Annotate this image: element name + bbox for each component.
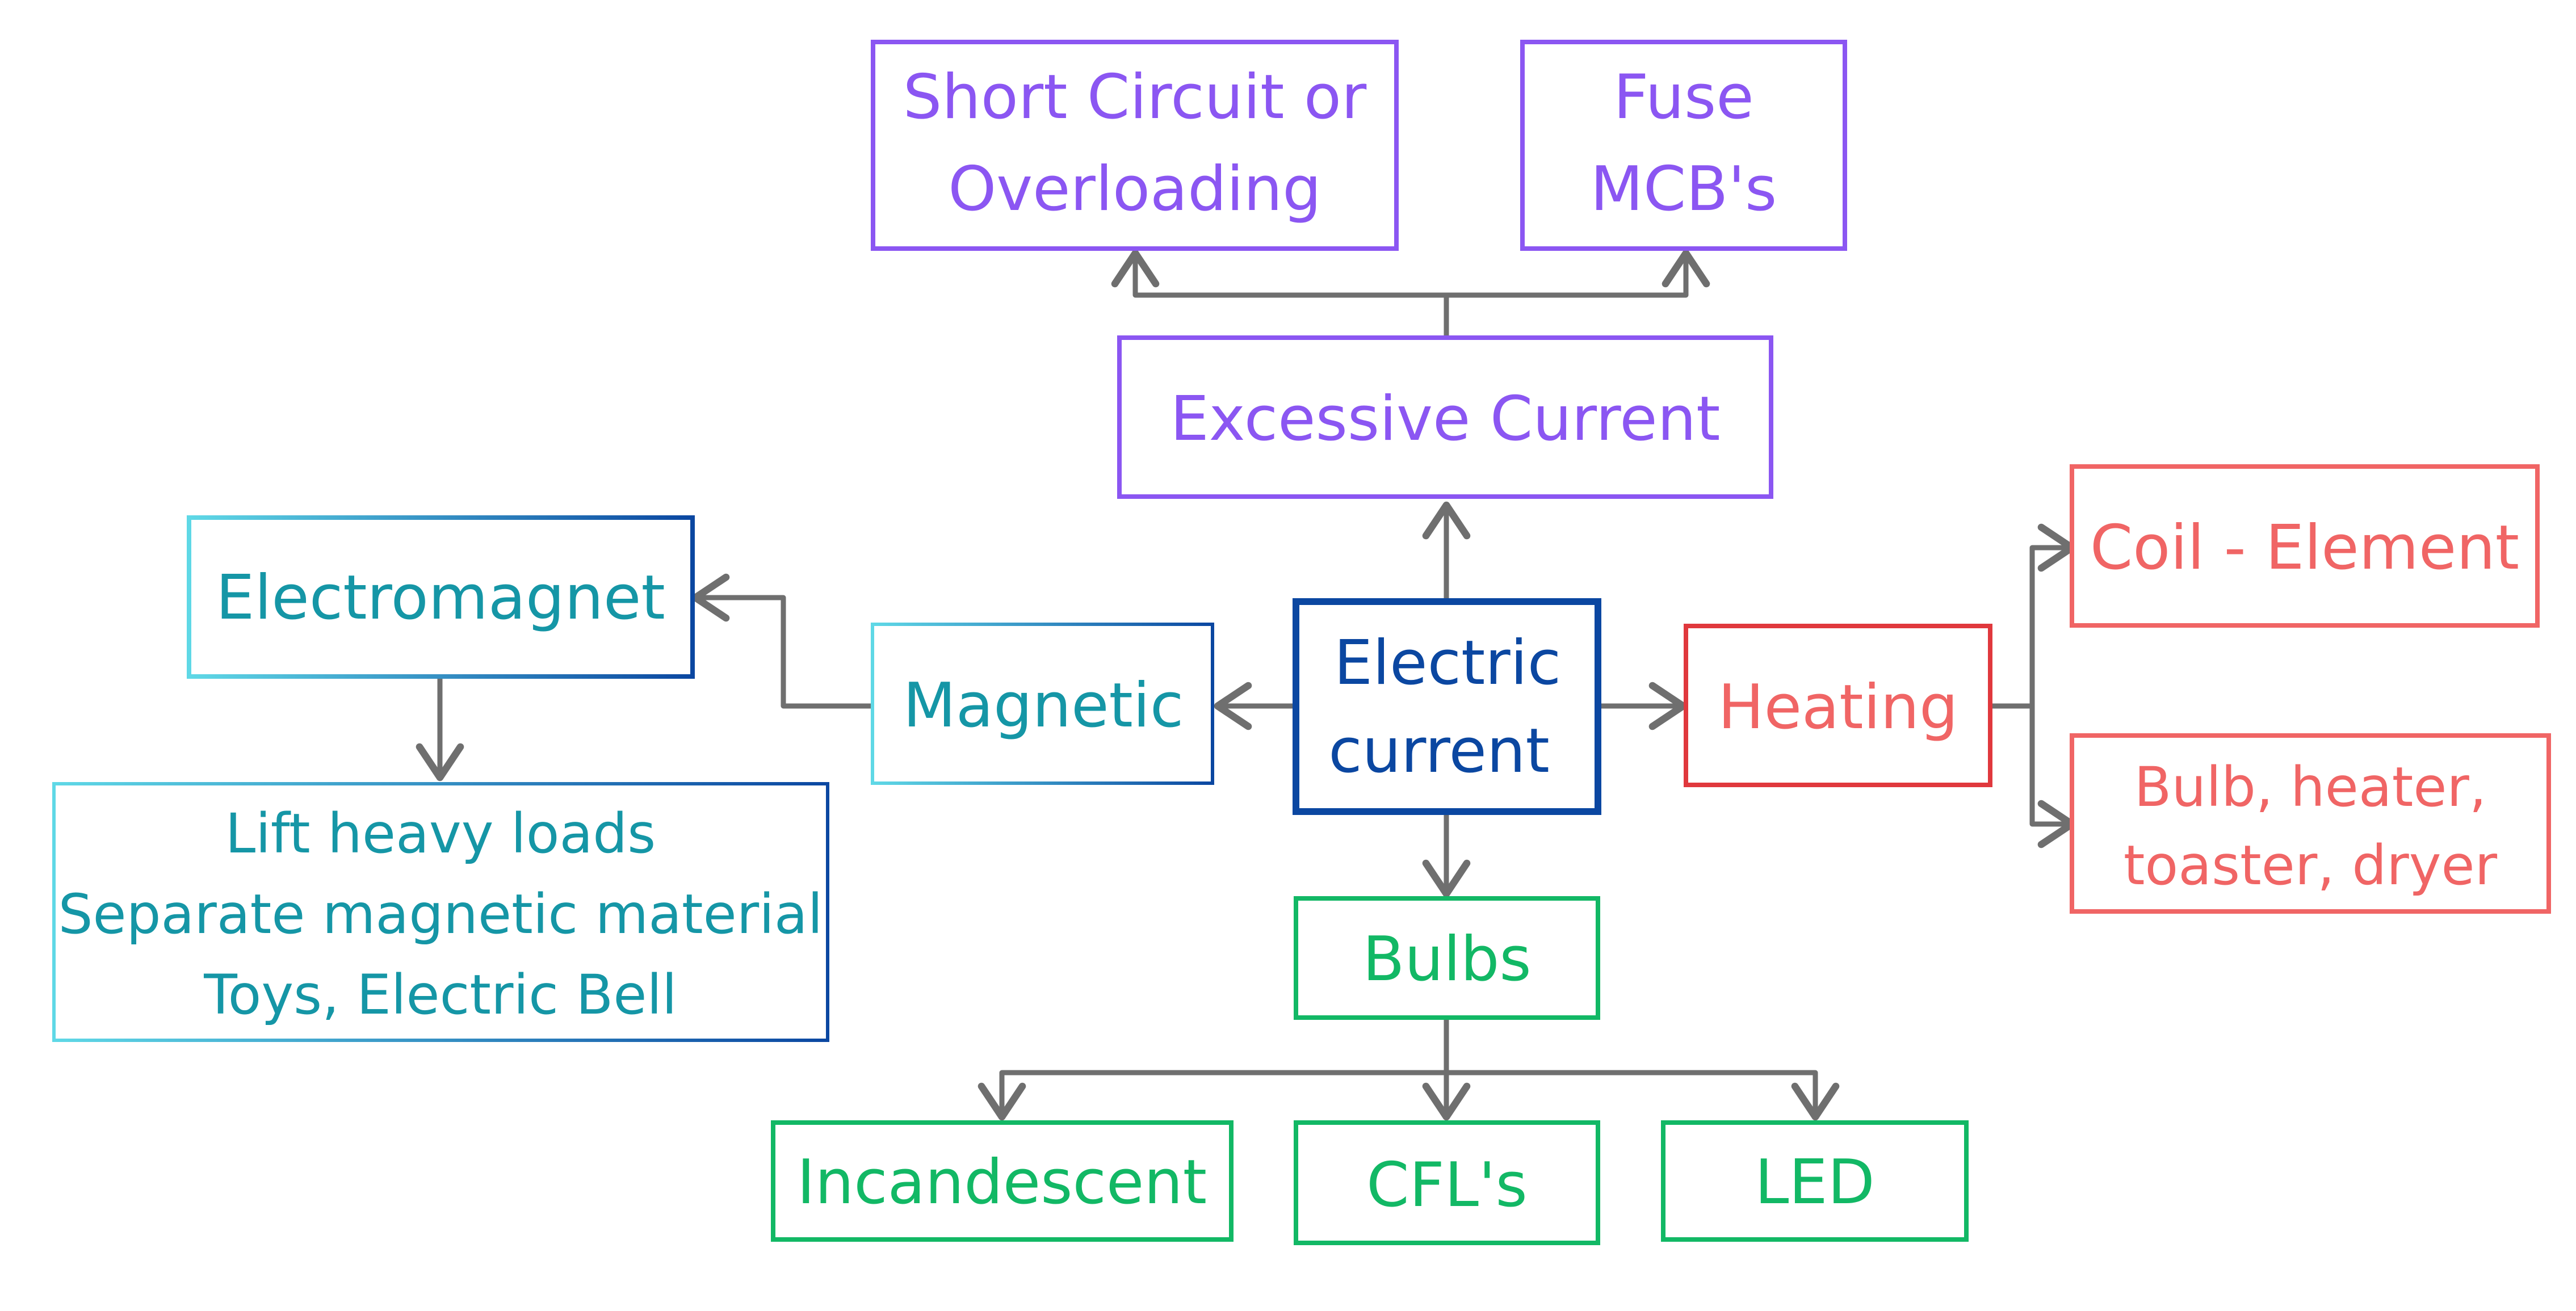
svg-text:Incandescent: Incandescent — [797, 1147, 1207, 1218]
svg-text:Bulb, heater,: Bulb, heater, — [2134, 755, 2487, 819]
connector-heating-to-appliances — [2029, 703, 2076, 848]
node-excessive-current-label: Excessive Current — [1170, 384, 1721, 455]
node-fuse: Fuse MCB's — [1520, 40, 1847, 251]
node-coil-element-label: Coil - Element — [2090, 512, 2519, 583]
node-fuse-line-2: MCB's — [1591, 154, 1777, 225]
node-bulbs: Bulbs — [1294, 896, 1600, 1020]
node-short-circuit-line-2: Overloading — [948, 154, 1321, 225]
node-bulbs-label: Bulbs — [1362, 924, 1531, 995]
node-electromagnet-label: Electromagnet — [216, 562, 665, 633]
node-appliances: Bulb, heater, toaster, dryer — [2070, 733, 2551, 914]
node-led-label: LED — [1755, 1147, 1875, 1218]
node-electromagnet-uses: Lift heavy loads Separate magnetic mater… — [52, 782, 829, 1042]
svg-text:Fuse: Fuse — [1613, 62, 1753, 133]
node-coil-element: Coil - Element — [2070, 464, 2540, 628]
node-electric-current-line-2: current — [1328, 716, 1550, 787]
connector-heating-to-coil — [1990, 523, 2076, 709]
connector-bulbs-to-led — [1444, 1070, 1840, 1121]
node-electric-current-line-1: Electric — [1334, 628, 1561, 699]
svg-text:Coil - Element: Coil - Element — [2090, 512, 2519, 583]
connector-magnetic-to-electromagnet — [691, 573, 875, 709]
node-excessive-current: Excessive Current — [1117, 335, 1773, 499]
node-incandescent: Incandescent — [771, 1120, 1234, 1242]
svg-text:Magnetic: Magnetic — [903, 670, 1184, 741]
node-uses-line-1: Lift heavy loads — [225, 802, 656, 865]
connectors — [416, 249, 2076, 1121]
svg-text:toaster, dryer: toaster, dryer — [2124, 834, 2498, 897]
node-appliances-line-1: Bulb, heater, — [2134, 755, 2487, 819]
node-magnetic: Magnetic — [871, 623, 1214, 785]
svg-text:CFL's: CFL's — [1366, 1150, 1528, 1221]
node-appliances-line-2: toaster, dryer — [2124, 834, 2498, 897]
node-short-circuit-line-1: Short Circuit or — [903, 62, 1367, 133]
svg-text:Lift heavy loads: Lift heavy loads — [225, 802, 656, 865]
node-fuse-line-1: Fuse — [1613, 62, 1753, 133]
node-magnetic-label: Magnetic — [903, 670, 1184, 741]
svg-text:Separate magnetic material: Separate magnetic material — [58, 883, 823, 946]
svg-text:Heating: Heating — [1718, 672, 1958, 743]
svg-text:Short Circuit or: Short Circuit or — [903, 62, 1367, 133]
node-electromagnet: Electromagnet — [187, 515, 695, 679]
svg-text:MCB's: MCB's — [1591, 154, 1777, 225]
node-cfl: CFL's — [1294, 1120, 1600, 1245]
node-led: LED — [1661, 1120, 1969, 1242]
node-cfl-label: CFL's — [1366, 1150, 1528, 1221]
node-electric-current: Electric current — [1293, 598, 1601, 815]
node-incandescent-label: Incandescent — [797, 1147, 1207, 1218]
svg-text:current: current — [1328, 716, 1550, 787]
connector-bulbs-to-incandescent — [977, 1015, 1449, 1121]
svg-text:Excessive Current: Excessive Current — [1170, 384, 1721, 455]
node-short-circuit: Short Circuit or Overloading — [871, 40, 1399, 251]
svg-text:Bulbs: Bulbs — [1362, 924, 1531, 995]
node-heating-label: Heating — [1718, 672, 1958, 743]
node-uses-line-3: Toys, Electric Bell — [203, 963, 677, 1027]
svg-text:LED: LED — [1755, 1147, 1875, 1218]
connector-excessive-to-short-circuit — [1111, 249, 1449, 341]
node-uses-line-2: Separate magnetic material — [58, 883, 823, 946]
connector-excessive-to-fuse — [1444, 249, 1710, 298]
svg-text:Electric: Electric — [1334, 628, 1561, 699]
node-heating: Heating — [1684, 624, 1992, 787]
svg-text:Electromagnet: Electromagnet — [216, 562, 665, 633]
svg-text:Toys, Electric Bell: Toys, Electric Bell — [203, 963, 677, 1027]
svg-text:Overloading: Overloading — [948, 154, 1321, 225]
